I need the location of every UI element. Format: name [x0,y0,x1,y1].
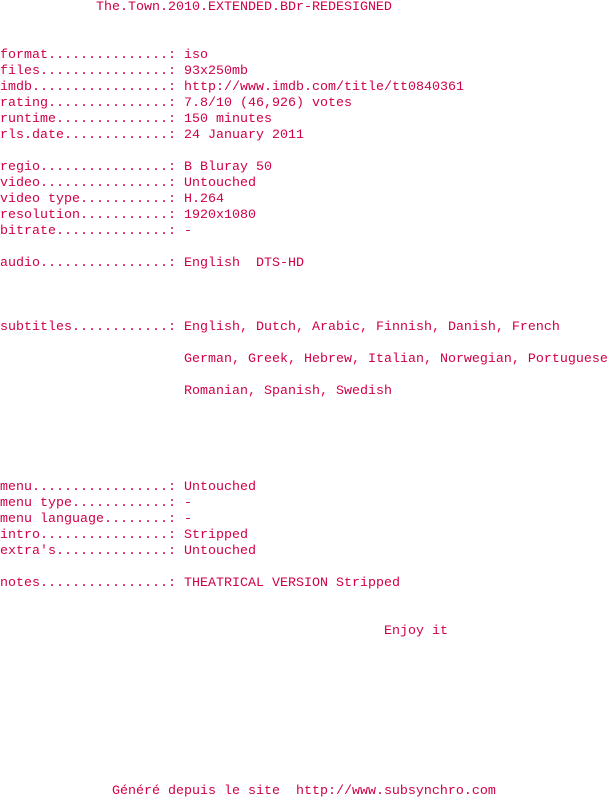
field-label: video type...........: [0,192,184,207]
field-value: - [184,224,192,239]
field-audio: audio................: English DTS-HD [0,256,304,272]
field-label: rating...............: [0,96,184,111]
field-label: notes................: [0,576,184,591]
field-label: subtitles............: [0,320,184,335]
field-value: English, Dutch, Arabic, Finnish, Danish,… [184,320,560,335]
field-label: extra's..............: [0,544,184,559]
field-value: 7.8/10 (46,926) votes [184,96,352,111]
field-value: - [184,496,192,511]
field-value: Stripped [184,528,248,543]
field-value: B Bluray 50 [184,160,272,175]
subtitles-continuation: Romanian, Spanish, Swedish [184,384,392,399]
field-value: http://www.imdb.com/title/tt0840361 [184,80,464,95]
field-value: 93x250mb [184,64,248,79]
field-value: Untouched [184,176,256,191]
field-value: - [184,512,192,527]
field-value: THEATRICAL VERSION Stripped [184,576,400,591]
field-label: rls.date.............: [0,128,184,143]
field-label: imdb.................: [0,80,184,95]
field-label: files................: [0,64,184,79]
field-label: resolution...........: [0,208,184,223]
field-label: intro................: [0,528,184,543]
field-value: iso [184,48,208,63]
field-label: bitrate..............: [0,224,184,239]
field-bitrate: bitrate..............: - [0,224,192,240]
field-value: English DTS-HD [184,256,304,271]
field-value: 24 January 2011 [184,128,304,143]
footer-credit: Généré depuis le site http://www.subsync… [112,784,496,799]
field-video-type: video type...........: H.264 [0,192,224,208]
field-regio: regio................: B Bluray 50 [0,160,272,176]
field-imdb: imdb.................: http://www.imdb.c… [0,80,464,96]
field-rls-date: rls.date.............: 24 January 2011 [0,128,304,144]
field-video: video................: Untouched [0,176,256,192]
field-value: Untouched [184,544,256,559]
field-label: regio................: [0,160,184,175]
field-format: format...............: iso [0,48,208,64]
closing-text: Enjoy it [384,624,448,639]
field-files: files................: 93x250mb [0,64,248,80]
field-subtitles: subtitles............: English, Dutch, A… [0,320,560,336]
subtitles-continuation: German, Greek, Hebrew, Italian, Norwegia… [184,352,608,367]
field-label: format...............: [0,48,184,63]
field-menu-type: menu type............: - [0,496,192,512]
field-notes: notes................: THEATRICAL VERSIO… [0,576,400,592]
field-value: H.264 [184,192,224,207]
field-label: audio................: [0,256,184,271]
field-label: video................: [0,176,184,191]
field-rating: rating...............: 7.8/10 (46,926) v… [0,96,352,112]
field-resolution: resolution...........: 1920x1080 [0,208,256,224]
field-label: menu.................: [0,480,184,495]
field-value: 1920x1080 [184,208,256,223]
field-value: Untouched [184,480,256,495]
field-label: menu type............: [0,496,184,511]
field-label: runtime..............: [0,112,184,127]
field-extras: extra's..............: Untouched [0,544,256,560]
field-label: menu language........: [0,512,184,527]
field-menu: menu.................: Untouched [0,480,256,496]
field-value: 150 minutes [184,112,272,127]
release-title: The.Town.2010.EXTENDED.BDr-REDESIGNED [96,0,392,15]
field-intro: intro................: Stripped [0,528,248,544]
field-menu-language: menu language........: - [0,512,192,528]
field-runtime: runtime..............: 150 minutes [0,112,272,128]
